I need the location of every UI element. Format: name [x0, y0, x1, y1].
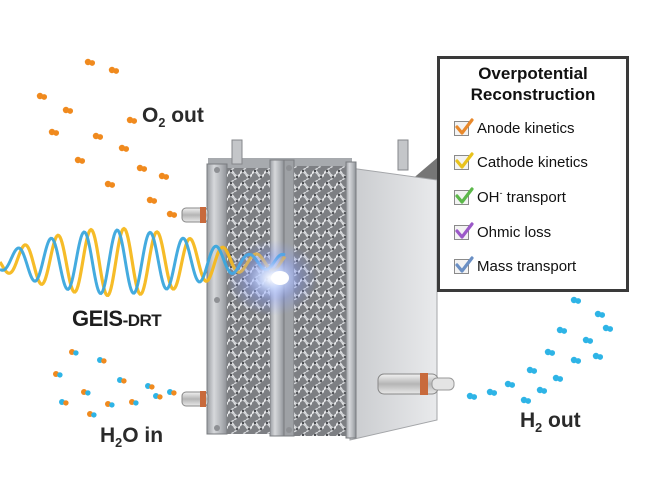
bolts: [214, 165, 292, 433]
panel-title: Overpotential Reconstruction: [470, 64, 596, 104]
terminal-tab-left: [231, 139, 243, 165]
o2-molecule: [62, 106, 74, 114]
h2-molecule: [582, 336, 594, 344]
list-item-oh-transport: OH- transport: [440, 180, 626, 215]
port-h2-out: [377, 373, 455, 395]
list-item-cathode-kinetics: Cathode kinetics: [440, 146, 626, 181]
h2o-molecule: [87, 411, 97, 418]
o2-molecule: [146, 196, 158, 204]
h2-molecule: [520, 396, 532, 404]
h2-molecule: [486, 388, 498, 396]
h2o-molecule: [167, 389, 177, 396]
h2o-molecule: [117, 377, 127, 384]
stack-side-face: [349, 167, 438, 441]
h2-molecule: [544, 348, 556, 356]
o2-molecule: [36, 92, 48, 100]
glow-core: [271, 271, 289, 285]
h2o-molecule: [129, 399, 139, 406]
h2-molecule: [466, 392, 478, 400]
port-h2o-in: [181, 391, 209, 407]
h2o-molecule: [53, 371, 63, 378]
o2-molecule: [104, 180, 116, 188]
h2-molecule: [592, 352, 604, 360]
o2-molecule: [48, 128, 60, 136]
o2-molecule: [166, 210, 178, 218]
hydrogen-molecules: [466, 296, 614, 404]
h2o-in-label: H2O in: [100, 424, 164, 451]
o2-molecule: [126, 116, 138, 124]
o2-molecule: [118, 144, 130, 152]
check-icon: [454, 118, 474, 136]
h2-molecule: [556, 326, 568, 334]
o2-molecule: [74, 156, 86, 164]
h2-molecule: [536, 386, 548, 394]
port-o2-out: [181, 207, 209, 223]
h2-molecule: [504, 380, 516, 388]
list-item-ohmic-loss: Ohmic loss: [440, 215, 626, 250]
o2-out-label: O2 out: [142, 104, 204, 131]
o2-molecule: [108, 66, 120, 74]
check-icon: [454, 221, 474, 240]
h2-molecule: [570, 356, 582, 364]
h2-molecule: [552, 374, 564, 382]
h2-molecule: [570, 296, 582, 304]
h2o-molecule: [97, 357, 107, 364]
oxygen-molecules: [36, 58, 178, 218]
water-molecules: [53, 349, 177, 418]
h2o-molecule: [81, 389, 91, 396]
h2-out-label: H2 out: [520, 409, 581, 436]
o2-molecule: [84, 58, 96, 66]
h2o-molecule: [69, 349, 79, 356]
geis-drt-label: GEIS-DRT: [72, 306, 162, 331]
check-icon: [454, 256, 474, 275]
terminal-tab-right: [397, 139, 409, 171]
o2-molecule: [92, 132, 104, 140]
overpotential-list: Anode kinetics Cathode kinetics OH- tran…: [440, 111, 626, 284]
o2-molecule: [136, 164, 148, 172]
check-icon: [454, 152, 474, 171]
h2o-molecule: [59, 399, 69, 406]
list-item-anode-kinetics: Anode kinetics: [440, 111, 626, 146]
h2-molecule: [526, 366, 538, 374]
check-icon: [454, 187, 474, 205]
o2-molecule: [158, 172, 170, 180]
list-item-mass-transport: Mass transport: [440, 249, 626, 284]
h2o-molecule: [145, 383, 155, 390]
h2o-molecule: [105, 401, 115, 408]
h2o-molecule: [153, 393, 163, 400]
h2-molecule: [602, 324, 614, 332]
h2-molecule: [594, 310, 606, 318]
overpotential-panel: Overpotential Reconstruction Anode kinet…: [437, 56, 629, 292]
end-plate-right: [345, 161, 357, 439]
